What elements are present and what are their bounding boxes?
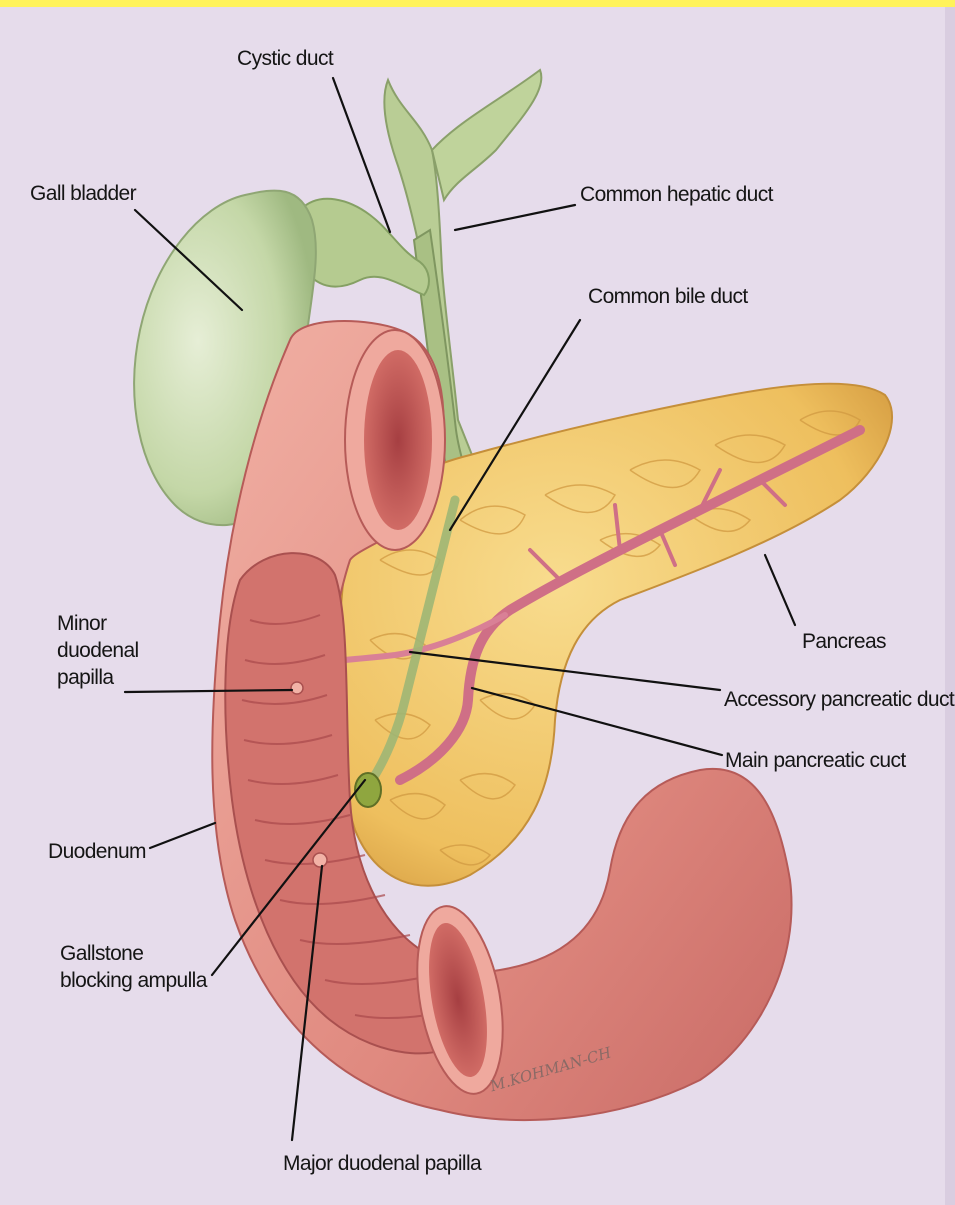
- label-cystic-duct: Cystic duct: [237, 45, 333, 72]
- major-papilla-mark: [313, 853, 327, 867]
- label-common-bile-duct: Common bile duct: [588, 283, 748, 310]
- gallstone: [355, 773, 381, 807]
- label-common-hepatic-duct: Common hepatic duct: [580, 181, 773, 208]
- label-major-duodenal-papilla: Major duodenal papilla: [283, 1150, 481, 1177]
- label-accessory-pancreatic-duct: Accessory pancreatic duct: [724, 686, 954, 713]
- background-right-border: [945, 7, 955, 1205]
- label-main-pancreatic-duct: Main pancreatic cuct: [725, 747, 906, 774]
- label-gall-bladder: Gall bladder: [30, 180, 136, 207]
- duodenum-upper-lumen: [364, 350, 432, 530]
- label-duodenum: Duodenum: [48, 838, 146, 865]
- label-gallstone-blocking-ampulla: Gallstone blocking ampulla: [60, 940, 207, 994]
- minor-papilla-mark: [291, 682, 303, 694]
- label-pancreas: Pancreas: [802, 628, 886, 655]
- label-minor-duodenal-papilla: Minor duodenal papilla: [57, 610, 139, 691]
